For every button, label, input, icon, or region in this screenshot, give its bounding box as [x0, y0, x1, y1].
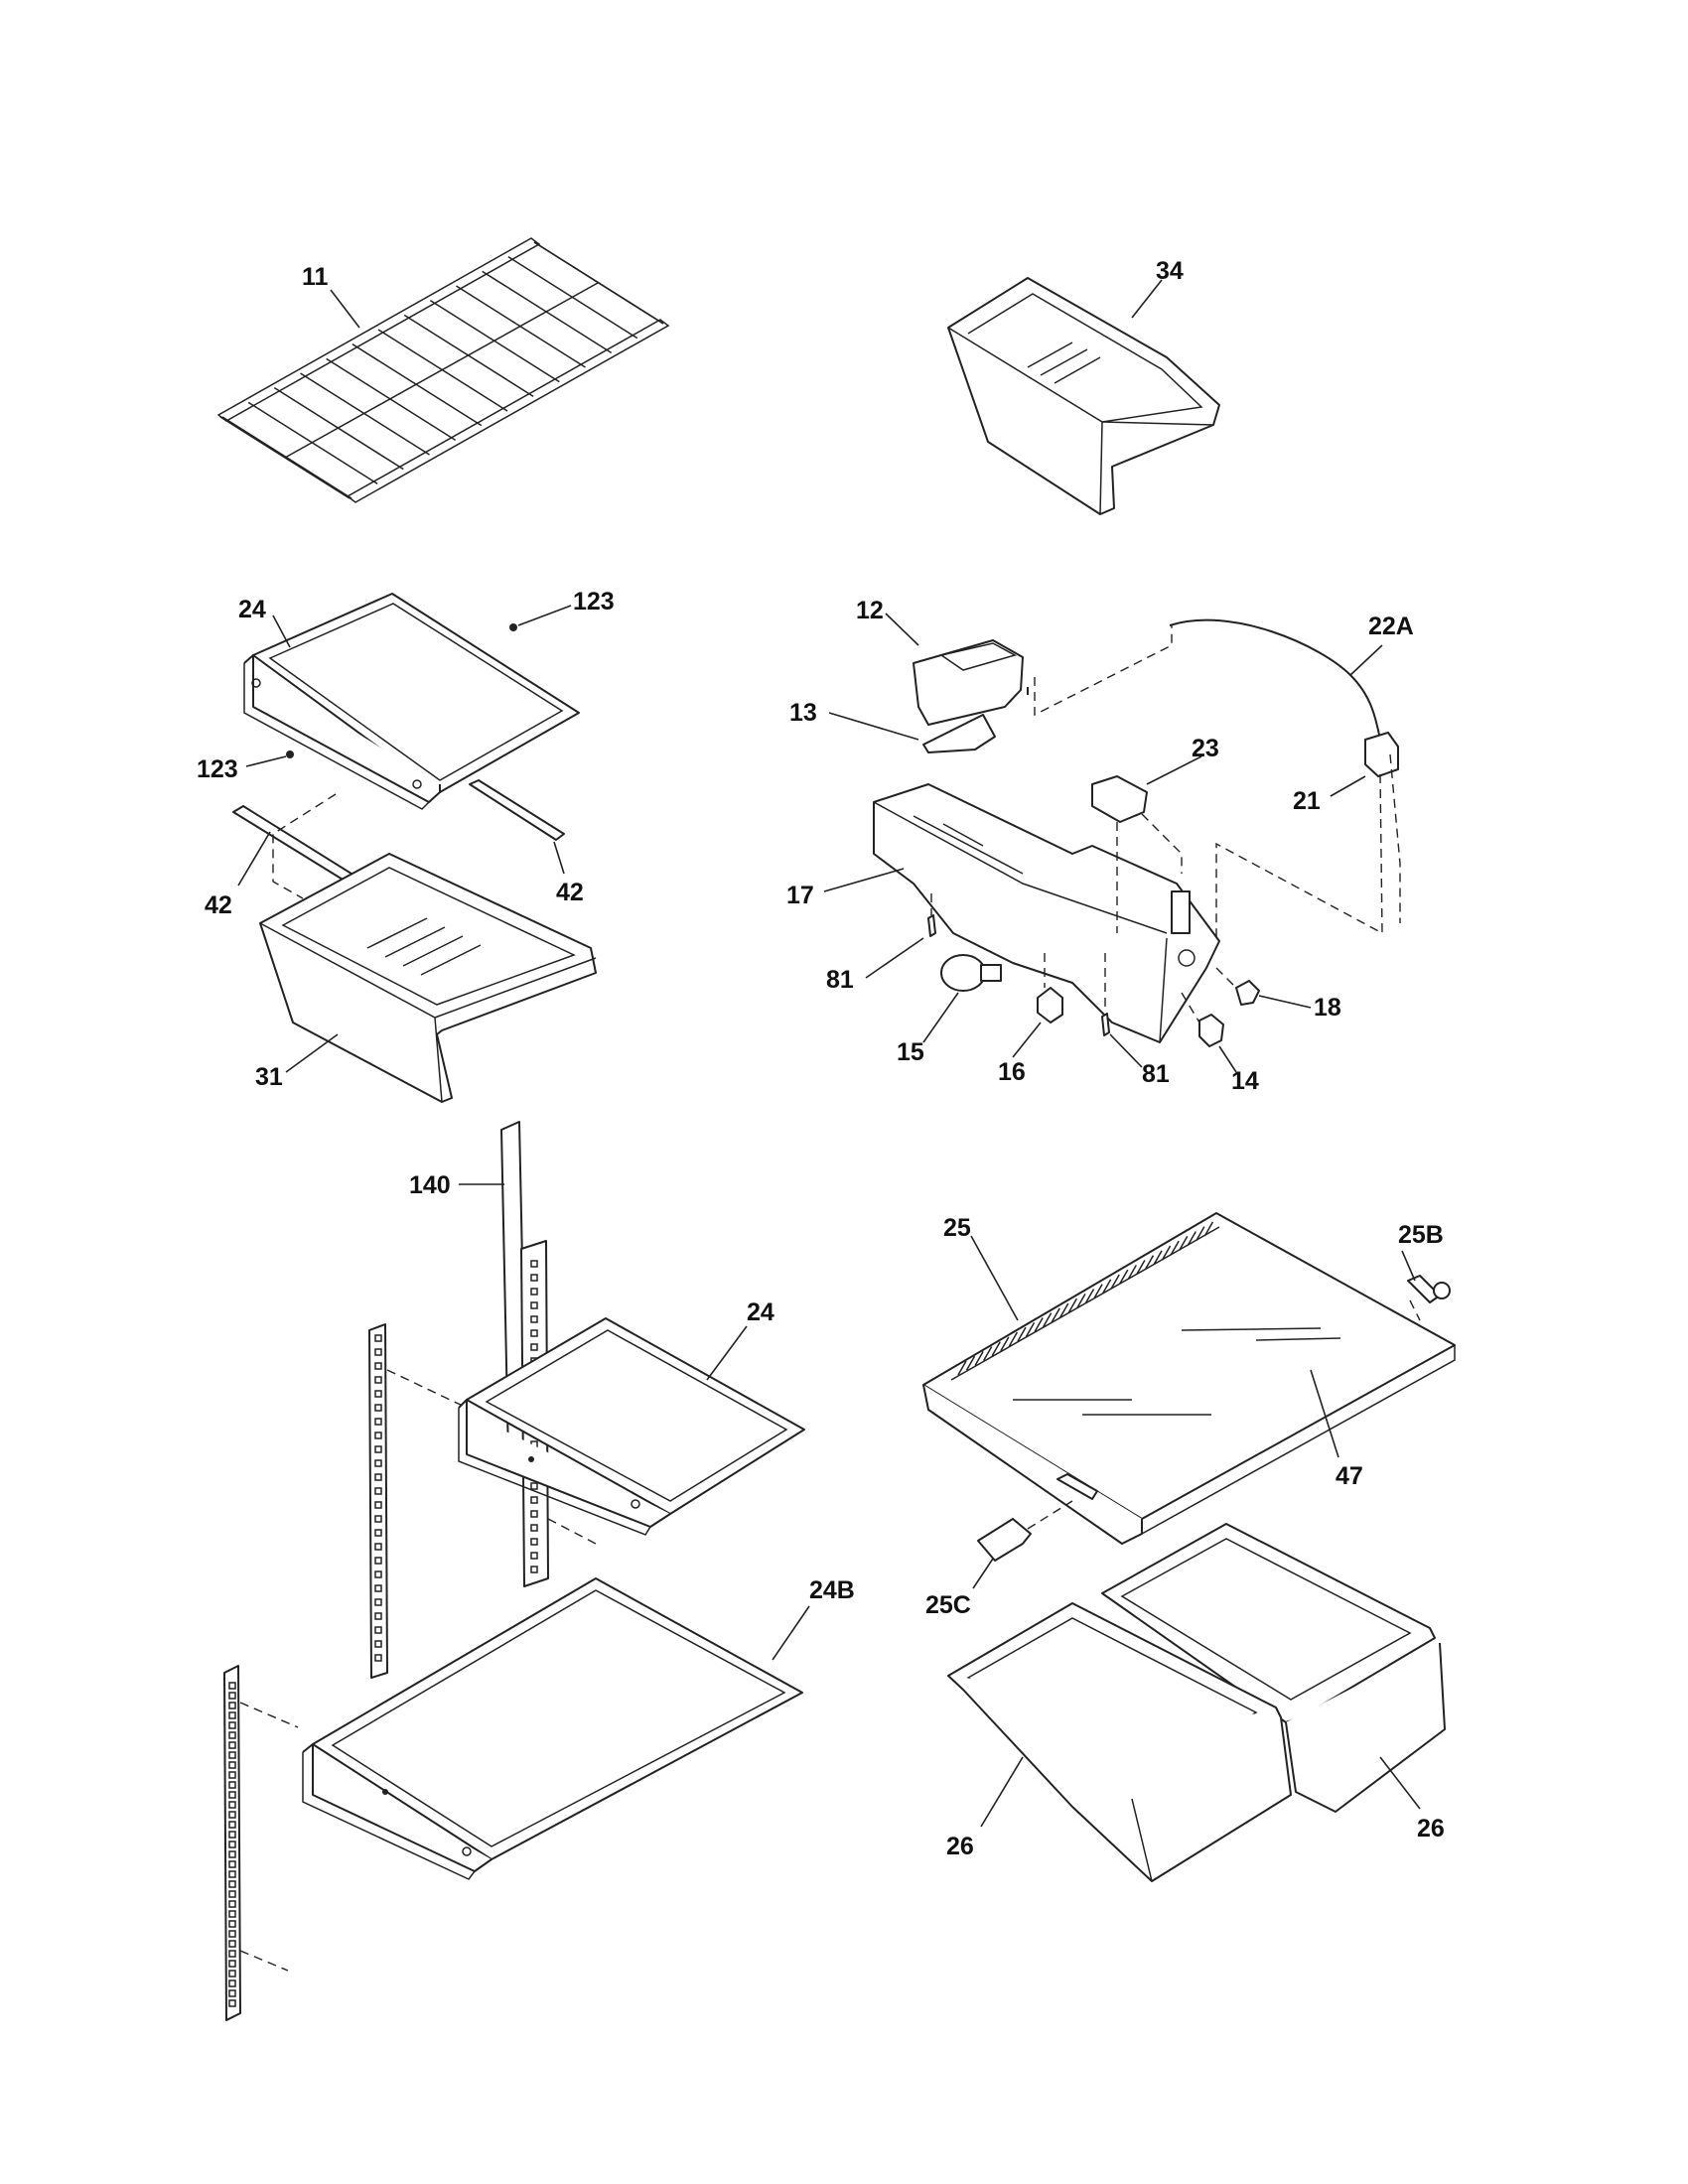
crisper-pan-34 — [947, 277, 1220, 515]
crisper-drawer-26-right — [1101, 1523, 1446, 1813]
light-bulb-15 — [940, 954, 1002, 992]
callout-21: 21 — [1293, 787, 1321, 815]
callout-140: 140 — [409, 1171, 451, 1199]
screw-81-right — [1101, 1013, 1110, 1036]
shelf-ladder-left — [368, 1323, 388, 1679]
callout-24B: 24B — [809, 1576, 855, 1604]
callout-26-left: 26 — [946, 1833, 974, 1860]
glass-shelf-24-bottom — [458, 1317, 805, 1536]
cover-bracket-25B — [1407, 1275, 1451, 1303]
callout-26-right: 26 — [1417, 1815, 1445, 1843]
callout-31: 31 — [255, 1063, 283, 1091]
callout-17: 17 — [786, 882, 814, 909]
shelf-ladder-far-left — [223, 1665, 241, 2021]
control-housing-17 — [873, 783, 1220, 1043]
damper-knob-18 — [1235, 980, 1260, 1006]
callout-81-left: 81 — [826, 966, 854, 994]
callout-15: 15 — [897, 1038, 924, 1066]
callout-24-bottom: 24 — [747, 1298, 774, 1326]
callout-16: 16 — [998, 1058, 1026, 1086]
thermostat-21 — [1364, 732, 1399, 777]
callout-123-bottom: 123 — [197, 755, 238, 783]
callout-42-right: 42 — [556, 879, 584, 906]
cover-bracket-25C — [977, 1518, 1032, 1562]
callout-18: 18 — [1314, 994, 1341, 1022]
callout-34: 34 — [1156, 257, 1184, 285]
callout-11: 11 — [302, 263, 329, 291]
callout-25: 25 — [943, 1214, 971, 1242]
light-shield-12 — [913, 639, 1024, 726]
callout-23: 23 — [1192, 735, 1219, 762]
shelf-ladder-140 — [500, 1121, 549, 1587]
wire-shelf — [216, 237, 670, 503]
callout-14: 14 — [1231, 1067, 1259, 1095]
crisper-cover-25 — [922, 1212, 1456, 1545]
light-lens-13 — [922, 714, 996, 753]
callout-47: 47 — [1336, 1462, 1363, 1490]
light-switch-14 — [1198, 1014, 1224, 1047]
callout-22A: 22A — [1368, 613, 1414, 640]
glass-shelf-24B — [302, 1577, 803, 1880]
callout-81-right: 81 — [1142, 1060, 1170, 1088]
timer-23 — [1091, 775, 1148, 823]
callout-25C: 25C — [925, 1591, 971, 1619]
callout-25B: 25B — [1398, 1221, 1444, 1249]
glass-shelf-24-top — [243, 593, 580, 810]
crisper-drawer-26-left — [947, 1602, 1292, 1882]
callout-24-top: 24 — [238, 596, 266, 623]
callout-123-top: 123 — [573, 588, 615, 615]
callout-12: 12 — [856, 597, 884, 624]
screw-81-left — [927, 914, 936, 937]
lamp-socket-16 — [1037, 987, 1063, 1024]
crisper-pan-31 — [259, 853, 597, 1103]
callout-13: 13 — [789, 699, 817, 727]
callout-42-left: 42 — [205, 891, 232, 919]
